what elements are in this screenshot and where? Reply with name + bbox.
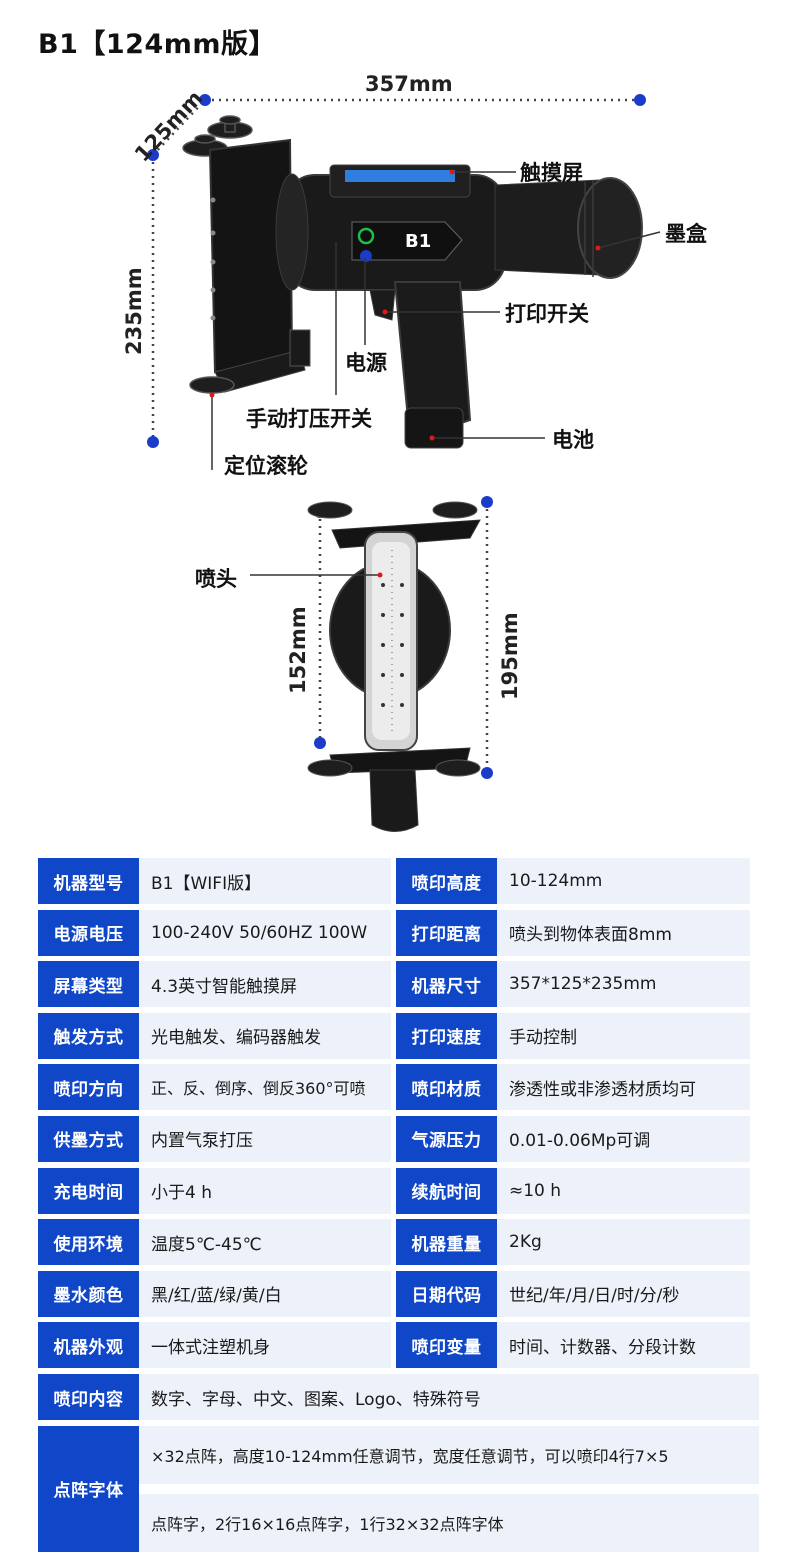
spec-value-line2: 点阵字，2行16×16点阵字，1行32×32点阵字体 [139,1493,759,1552]
spec-value: 时间、计数器、分段计数 [497,1322,750,1369]
label-manual-pressure-switch: 手动打压开关 [246,407,372,431]
spec-table: 机器型号 B1【WIFI版】 喷印高度 10-124mm 电源电压 100-24… [38,858,759,1558]
nozzle-holes [381,583,404,707]
side-panel [351,221,463,261]
spec-key: 日期代码 [396,1270,497,1317]
spec-key: 点阵字体 [38,1425,139,1552]
spec-key: 电源电压 [38,909,139,956]
spec-key: 机器外观 [38,1322,139,1369]
spec-key: 屏幕类型 [38,961,139,1008]
marker-dots [209,169,601,441]
spec-key: 喷印内容 [38,1374,139,1421]
spec-value: 一体式注塑机身 [139,1322,391,1369]
spec-value: 内置气泵打压 [139,1115,391,1162]
spec-key: 供墨方式 [38,1115,139,1162]
dimension-inner-height: 152mm [286,606,310,694]
spec-key: 打印距离 [396,909,497,956]
spec-key: 续航时间 [396,1167,497,1214]
spec-row: 电源电压 100-240V 50/60HZ 100W 打印距离 喷头到物体表面8… [38,909,759,956]
label-nozzle: 喷头 [195,567,237,591]
dimension-height: 235mm [122,267,146,355]
spec-key: 触发方式 [38,1012,139,1059]
spec-value: 4.3英寸智能触摸屏 [139,961,391,1008]
spec-value: 温度5℃-45℃ [139,1219,391,1266]
spec-row: 充电时间 小于4 h 续航时间 ≈10 h [38,1167,759,1214]
battery-pack [404,407,464,449]
spec-value: 世纪/年/月/日/时/分/秒 [497,1270,750,1317]
power-button-blue [360,250,372,262]
spec-key: 喷印变量 [396,1322,497,1369]
printer-front-view [250,496,493,832]
label-print-switch: 打印开关 [505,302,589,326]
printer-side-view [147,94,661,470]
label-power: 电源 [345,351,387,375]
spec-value: 数字、字母、中文、图案、Logo、特殊符号 [139,1374,759,1421]
spec-value: 小于4 h [139,1167,391,1214]
spec-value: B1【WIFI版】 [139,858,391,904]
spec-value: 光电触发、编码器触发 [139,1012,391,1059]
spec-row: 喷印方向 正、反、倒序、倒反360°可喷 喷印材质 渗透性或非渗透材质均可 [38,1064,759,1111]
gun-badge: B1 [405,231,432,252]
front-dimension-lines [318,502,489,773]
spec-value: 正、反、倒序、倒反360°可喷 [139,1064,391,1111]
spec-value: 黑/红/蓝/绿/黄/白 [139,1270,391,1317]
spec-value: 357*125*235mm [497,961,750,1008]
spec-key: 机器尺寸 [396,961,497,1008]
spec-row: 机器外观 一体式注塑机身 喷印变量 时间、计数器、分段计数 [38,1322,759,1369]
spec-key: 喷印材质 [396,1064,497,1111]
spec-row-font: 点阵字体 ×32点阵，高度10-124mm任意调节，宽度任意调节，可以喷印4行7… [38,1425,759,1552]
label-positioning-roller: 定位滚轮 [224,454,308,478]
spec-row: 机器型号 B1【WIFI版】 喷印高度 10-124mm [38,858,759,904]
spec-row: 使用环境 温度5℃-45℃ 机器重量 2Kg [38,1219,759,1266]
spec-row: 触发方式 光电触发、编码器触发 打印速度 手动控制 [38,1012,759,1059]
spec-row: 供墨方式 内置气泵打压 气源压力 0.01-0.06Mp可调 [38,1115,759,1162]
plate-screws [210,197,216,321]
spec-row: 墨水颜色 黑/红/蓝/绿/黄/白 日期代码 世纪/年/月/日/时/分/秒 [38,1270,759,1317]
dimension-dots [147,94,646,448]
spec-value-line1: ×32点阵，高度10-124mm任意调节，宽度任意调节，可以喷印4行7×5 [139,1425,759,1484]
top-rollers [182,115,253,157]
dimension-width: 357mm [365,72,453,96]
dimension-outer-height: 195mm [498,612,522,700]
leader-lines [211,171,661,470]
spec-key: 墨水颜色 [38,1270,139,1317]
spec-key: 机器重量 [396,1219,497,1266]
spec-value: 10-124mm [497,858,750,904]
label-touchscreen: 触摸屏 [520,161,583,185]
page-title: B1【124mm版】 [38,29,276,60]
spec-value: 2Kg [497,1219,750,1266]
spec-key: 使用环境 [38,1219,139,1266]
status-led-green [357,227,375,245]
spec-key: 喷印高度 [396,858,497,904]
label-battery: 电池 [552,428,594,452]
dimension-lines [151,98,640,442]
label-ink-cartridge: 墨盒 [665,222,707,246]
spec-key: 气源压力 [396,1115,497,1162]
spec-key: 充电时间 [38,1167,139,1214]
spec-row-content: 喷印内容 数字、字母、中文、图案、Logo、特殊符号 [38,1374,759,1421]
spec-row: 屏幕类型 4.3英寸智能触摸屏 机器尺寸 357*125*235mm [38,961,759,1008]
spec-value: 手动控制 [497,1012,750,1059]
handle [393,281,472,442]
spec-value: ≈10 h [497,1167,750,1214]
spec-value: 100-240V 50/60HZ 100W [139,909,391,956]
spec-key: 喷印方向 [38,1064,139,1111]
spec-value: 渗透性或非渗透材质均可 [497,1064,750,1111]
spec-value: 喷头到物体表面8mm [497,909,750,956]
spec-value: 0.01-0.06Mp可调 [497,1115,750,1162]
spec-key: 打印速度 [396,1012,497,1059]
spec-key: 机器型号 [38,858,139,904]
